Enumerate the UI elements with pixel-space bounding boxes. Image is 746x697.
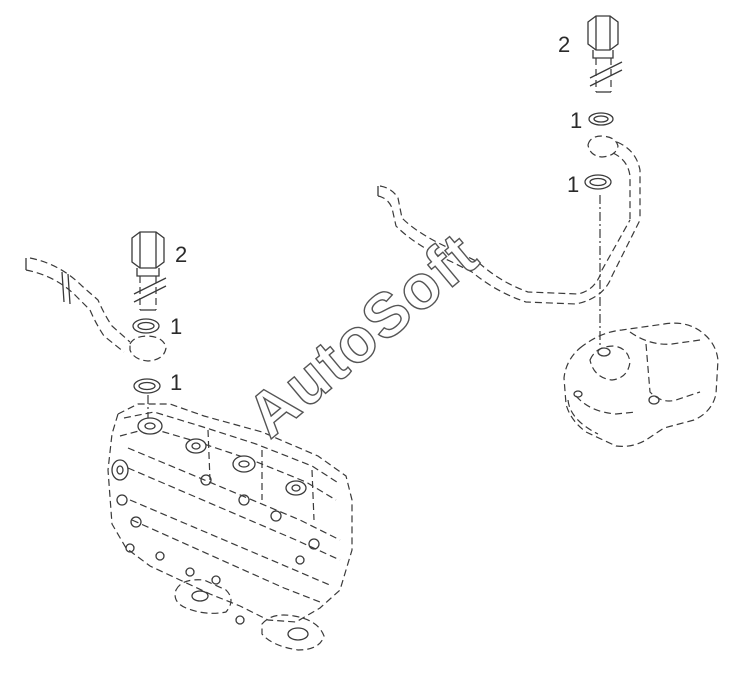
right-banjo-eye bbox=[587, 135, 641, 220]
callout-right-bolt: 2 bbox=[558, 32, 570, 57]
right-washer-upper-inner bbox=[593, 115, 609, 123]
right-housing bbox=[563, 322, 719, 447]
left-washer-lower-inner bbox=[138, 381, 156, 391]
right-washer-lower bbox=[584, 174, 612, 190]
right-assembly bbox=[377, 15, 719, 447]
left-block-bosses bbox=[137, 417, 307, 496]
left-block-holes bbox=[111, 459, 320, 625]
callout-left-washer-lower: 1 bbox=[170, 370, 182, 395]
callout-right-washer-upper: 1 bbox=[570, 108, 582, 133]
right-washer-lower-inner bbox=[589, 177, 607, 187]
watermark-text: AutoSoft bbox=[235, 219, 492, 450]
left-washer-upper bbox=[132, 318, 160, 334]
left-banjo-bolt bbox=[131, 231, 167, 311]
left-assembly bbox=[25, 231, 353, 651]
left-block-flange bbox=[174, 579, 325, 651]
left-washer-lower bbox=[133, 378, 161, 394]
right-banjo-bolt bbox=[587, 15, 623, 93]
callout-left-washer-upper: 1 bbox=[170, 314, 182, 339]
left-block bbox=[107, 403, 353, 651]
right-washer-upper bbox=[588, 112, 614, 126]
callout-left-bolt: 2 bbox=[175, 242, 187, 267]
callout-right-washer-lower: 1 bbox=[567, 172, 579, 197]
right-pipe bbox=[377, 185, 641, 305]
left-pipe bbox=[25, 257, 167, 362]
left-washer-upper-inner bbox=[137, 321, 155, 331]
